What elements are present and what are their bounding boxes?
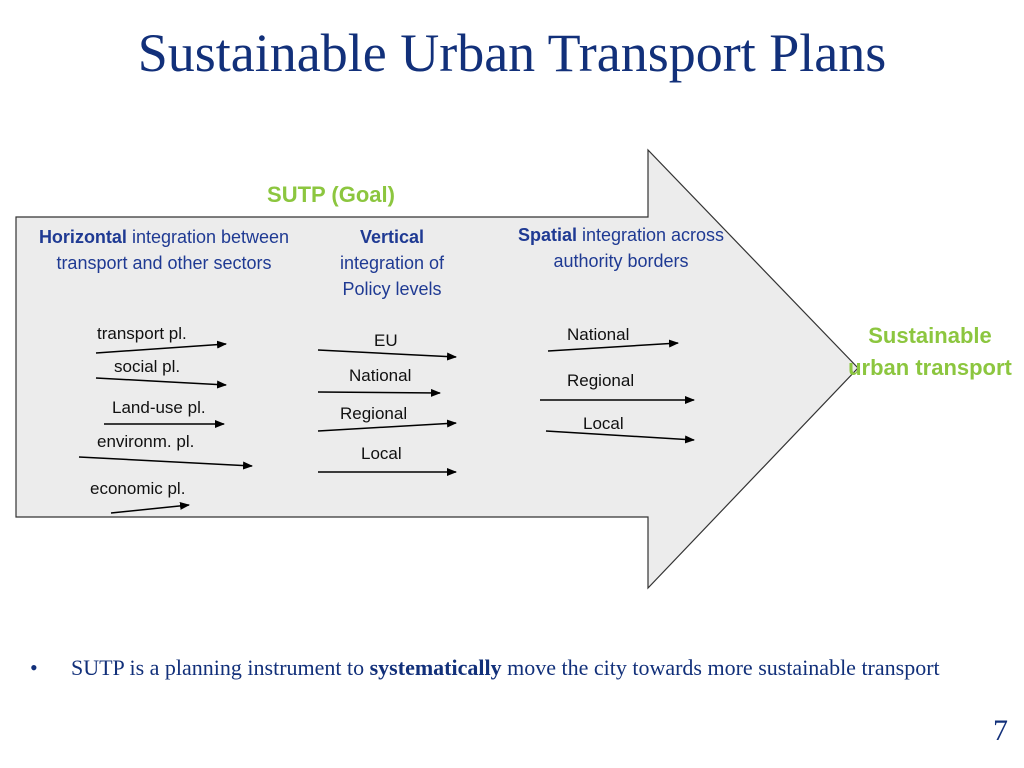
horizontal-heading: Horizontal integration between transport… — [16, 224, 312, 276]
item-transport-pl: transport pl. — [97, 324, 187, 343]
item-economic-pl: economic pl. — [90, 479, 186, 498]
vertical-heading-rest: integration of Policy levels — [339, 253, 445, 299]
bullet-text-after: move the city towards more sustainable t… — [501, 655, 940, 680]
item-social-pl: social pl. — [114, 357, 181, 376]
spatial-heading-bold: Spatial — [517, 225, 577, 245]
goal-label: SUTP (Goal) — [267, 182, 395, 207]
arrow-transport-pl — [95, 340, 227, 354]
vertical-heading-bold: Vertical — [359, 227, 425, 247]
arrow-regional-v — [317, 419, 457, 432]
arrow-social-pl — [95, 377, 227, 389]
vertical-heading: Vertical integration of Policy levels — [318, 224, 466, 302]
horizontal-heading-bold: Horizontal — [38, 227, 127, 247]
bullet-marker: • — [30, 655, 38, 680]
spatial-heading: Spatial integration across authority bor… — [490, 222, 752, 274]
item-national-v: National — [349, 366, 412, 385]
slide-title: Sustainable Urban Transport Plans — [137, 23, 887, 83]
outcome-label: Sustainable urban transport — [848, 323, 1012, 380]
arrow-environm-pl — [78, 456, 253, 470]
bullet-text: SUTP is a planning instrument to systema… — [71, 652, 971, 684]
big-arrow-shape — [15, 148, 859, 590]
item-local-v: Local — [361, 444, 402, 463]
arrow-eu — [317, 349, 457, 361]
item-environm-pl: environm. pl. — [97, 432, 195, 451]
bullet-text-bold: systematically — [369, 655, 502, 680]
spatial-heading-rest: integration across authority borders — [553, 225, 725, 271]
item-eu: EU — [374, 331, 398, 350]
horizontal-heading-rest: integration between transport and other … — [56, 227, 290, 273]
page-number: 7 — [993, 714, 1008, 747]
arrow-national-v — [317, 388, 441, 397]
item-local-s: Local — [583, 414, 624, 433]
arrow-economic-pl — [110, 501, 190, 514]
item-national-s: National — [567, 325, 630, 344]
item-land-use-pl: Land-use pl. — [112, 398, 206, 417]
item-regional-v: Regional — [340, 404, 408, 423]
item-regional-s: Regional — [567, 371, 635, 390]
arrow-local-s — [545, 430, 695, 444]
arrow-national-s — [547, 339, 679, 352]
bullet-text-before: SUTP is a planning instrument to — [71, 655, 370, 680]
